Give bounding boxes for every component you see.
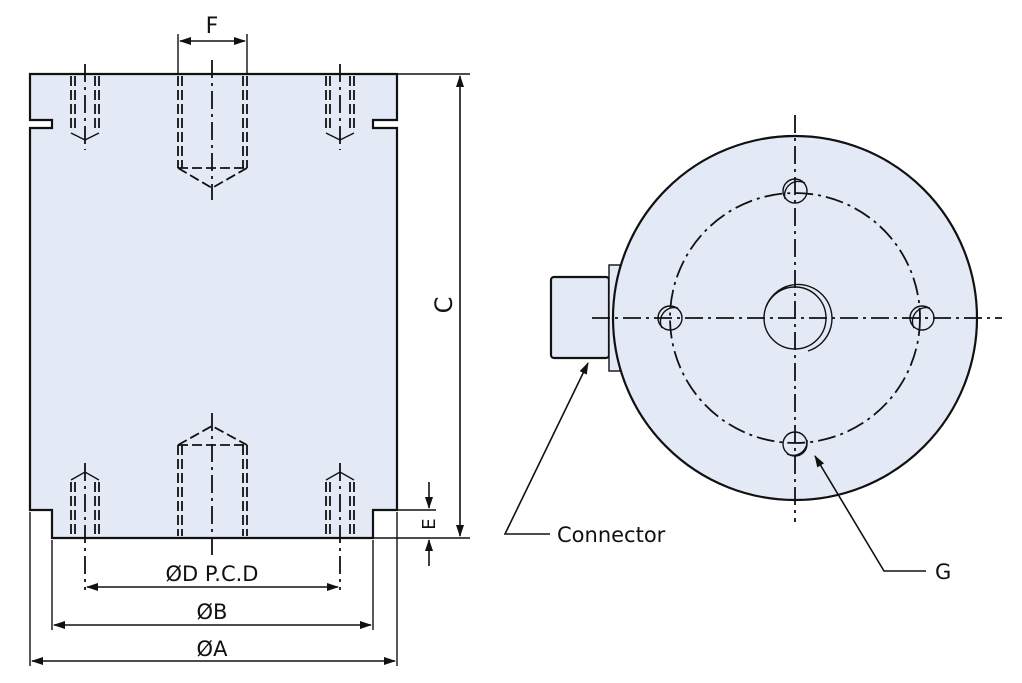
bottom-right-threaded-hole — [325, 463, 355, 590]
bolt-hole-bottom — [782, 431, 808, 457]
G-callout: G — [814, 455, 951, 584]
dimension-D-label: ØD P.C.D — [166, 562, 259, 586]
dimension-D: ØD P.C.D — [86, 562, 339, 591]
bottom-center-threaded-hole — [177, 413, 248, 555]
dimension-C-label: C — [430, 297, 458, 314]
dimension-B: ØB — [51, 540, 374, 630]
bolt-hole-right — [909, 305, 935, 331]
dimension-C: C — [430, 75, 464, 537]
top-view: Connector G — [503, 115, 1002, 584]
side-view-body — [30, 74, 397, 538]
dimension-B-label: ØB — [197, 600, 228, 624]
connector-label: Connector — [557, 523, 666, 547]
dimension-F: F — [177, 14, 248, 74]
side-view: F C E ØD P.C.D ØB ØA — [28, 14, 470, 666]
dimension-F-label: F — [206, 14, 219, 39]
dimension-A-label: ØA — [197, 637, 229, 661]
top-center-threaded-hole — [177, 60, 248, 200]
bottom-left-threaded-hole — [70, 463, 100, 590]
center-threaded-hole — [763, 283, 833, 352]
top-right-threaded-hole — [325, 64, 355, 150]
top-left-threaded-hole — [70, 64, 100, 150]
bolt-hole-left — [657, 305, 683, 331]
dimension-E-label: E — [419, 518, 440, 529]
dimension-E: E — [419, 482, 440, 566]
dimension-A: ØA — [29, 512, 398, 666]
G-label: G — [935, 560, 951, 584]
connector-callout: Connector — [503, 362, 666, 547]
bolt-hole-top — [782, 178, 808, 204]
